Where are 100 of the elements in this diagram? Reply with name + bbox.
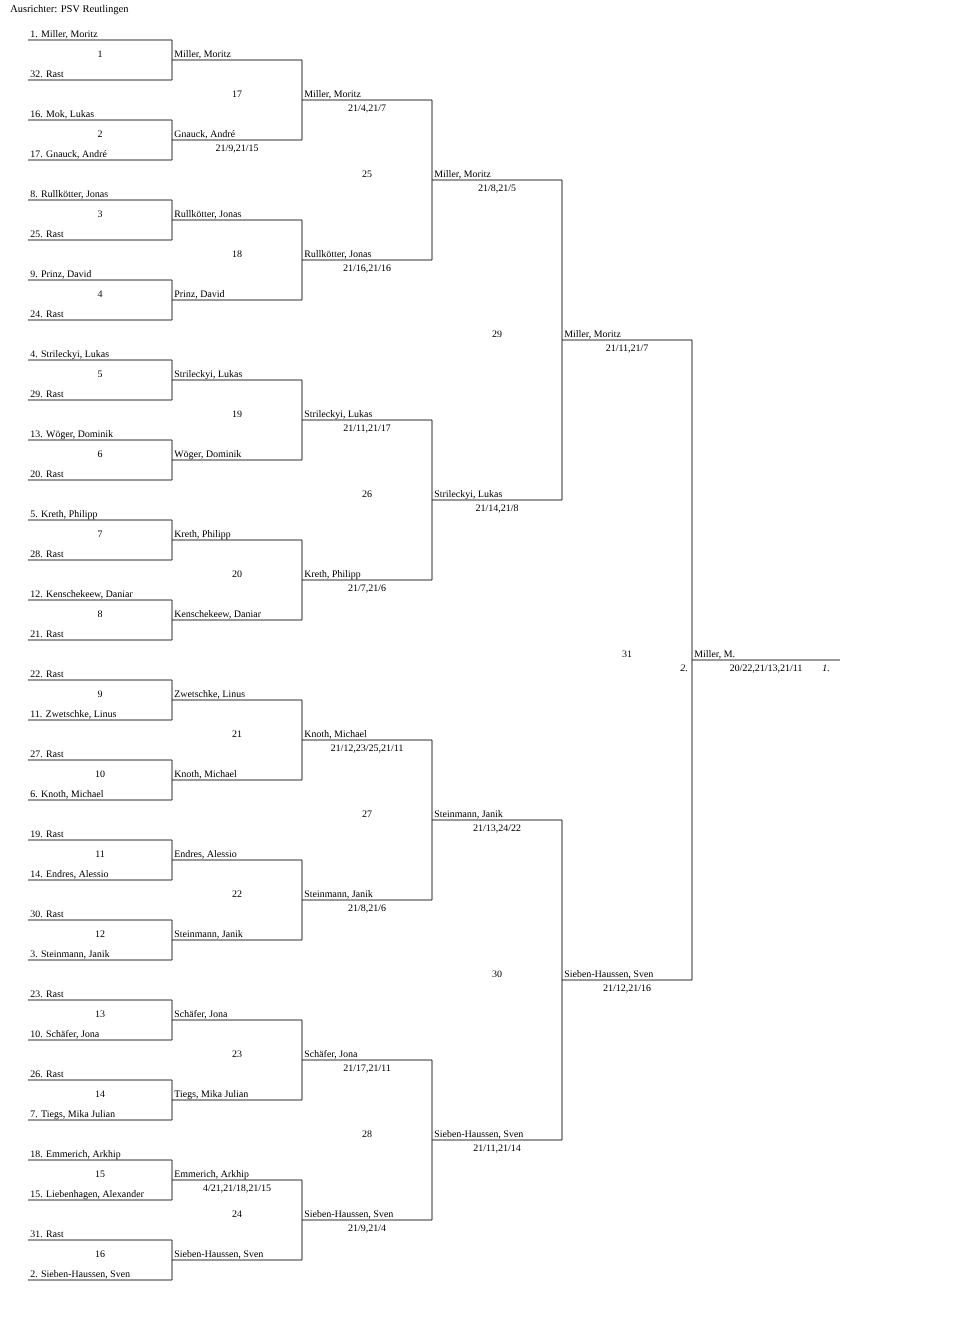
winner-name: Steinmann, Janik [174,930,243,939]
score: 20/22,21/13,21/11 [730,664,802,673]
winner-name: Kreth, Philipp [304,570,361,580]
winner-name: Knoth, Michael [304,730,367,739]
match-number: 23 [232,1050,242,1058]
player-name: 17. Gnauck, André [31,150,107,159]
match-number: 16 [95,1250,105,1258]
match-number: 29 [492,330,502,338]
player-name: 22. Rast [30,670,64,678]
match-number: 20 [232,570,242,578]
match-number: 8 [97,610,103,618]
player-name: 29. Rast [30,390,64,398]
winner-name: Gnauck, André [174,130,235,139]
match-number: 10 [95,770,105,778]
winner-name: Miller, Moritz [434,170,491,179]
player-name: 10. Schäfer, Jona [31,1030,100,1039]
player-name: 16. Mok, Lukas [31,110,94,119]
player-name: 23. Rast [30,990,64,998]
player-name: 2. Sieben-Haussen, Sven [30,1270,130,1279]
match-number: 14 [95,1090,105,1097]
match-number: 1 [98,50,102,57]
player-name: 27. Rast [30,750,64,758]
winner-name: Sieben-Haussen, Sven [434,1130,524,1139]
match-number: 6 [97,450,103,458]
score: 21/17,21/11 [343,1064,391,1073]
score: 21/8,21/6 [348,904,386,913]
match-number: 7 [98,530,103,537]
score: 4/21,21/18,21/15 [203,1184,271,1193]
match-number: 27 [362,810,372,817]
winner-name: Steinmann, Janik [304,890,373,899]
match-number: 21 [232,730,242,737]
match-number: 11 [96,850,105,857]
score: 21/12,23/25,21/11 [331,744,403,753]
score: 21/11,21/17 [343,424,391,433]
player-name: 31. Rast [30,1230,64,1238]
winner-name: Emmerich, Arkhip [174,1170,249,1180]
winner-name: Miller, Moritz [304,90,361,99]
player-name: 30. Rast [30,910,64,918]
winner-name: Strileckyi, Lukas [174,370,242,380]
match-number: 28 [362,1130,372,1138]
score: 21/12,21/16 [603,984,651,993]
score: 21/7,21/6 [348,584,386,593]
winner-name: Miller, Moritz [564,330,621,339]
winner-name: Schäfer, Jona [174,1010,228,1019]
player-name: 26. Rast [30,1070,64,1078]
winner-name: Strileckyi, Lukas [304,410,372,420]
player-name: 7. Tiegs, Mika Julian [30,1110,115,1120]
match-number: 5 [98,370,103,378]
winner-name: Rullkötter, Jonas [174,210,241,219]
player-name: 5. Kreth, Philipp [30,510,98,520]
score: 21/16,21/16 [343,264,391,273]
player-name: 12. Kenschekeew, Daniar [31,590,133,599]
player-name: 4. Strileckyi, Lukas [30,350,109,360]
match-number: 3 [98,210,103,218]
winner-name: Wöger, Dominik [174,450,242,460]
score: 21/4,21/7 [348,104,386,113]
title: Ausrichter: PSV Reutlingen [10,4,129,15]
winner-name: Miller, Moritz [174,50,231,59]
match-number: 24 [232,1210,242,1217]
player-name: 21. Rast [30,630,64,638]
player-name: 25. Rast [30,230,64,238]
place-number: 2. [680,664,687,672]
player-name: 28. Rast [30,550,64,558]
player-name: 1. Miller, Moritz [31,30,98,39]
player-name: 6. Knoth, Michael [30,790,104,799]
winner-name: Knoth, Michael [174,770,237,779]
player-name: 11. Zwetschke, Linus [31,710,117,719]
match-number: 19 [232,410,242,418]
score: 21/9,21/15 [216,144,259,153]
winner-name: Strileckyi, Lukas [434,490,502,500]
winner-name: Sieben-Haussen, Sven [174,1250,264,1259]
player-name: 14. Endres, Alessio [31,870,109,879]
player-name: 20. Rast [30,470,64,478]
player-name: 8. Rullkötter, Jonas [30,190,108,199]
place-number: 1. [822,664,829,672]
winner-name: Endres, Alessio [174,850,237,859]
score: 21/8,21/5 [478,184,516,193]
match-number: 30 [492,970,502,978]
winner-name: Tiegs, Mika Julian [174,1090,249,1100]
match-number: 22 [232,890,242,897]
winner-name: Zwetschke, Linus [174,690,245,699]
player-name: 32. Rast [30,70,64,78]
match-number: 25 [362,170,372,178]
match-number: 4 [97,290,103,297]
winner-name: Steinmann, Janik [434,810,503,819]
winner-name: Rullkötter, Jonas [304,250,371,259]
player-name: 15. Liebenhagen, Alexander [31,1190,144,1200]
match-number: 26 [362,490,372,498]
winner-name: Schäfer, Jona [304,1050,358,1059]
match-number: 17 [232,90,242,97]
score: 21/14,21/8 [476,504,519,513]
player-name: 9. Prinz, David [30,270,92,279]
match-number: 9 [97,690,103,698]
player-name: 18. Emmerich, Arkhip [31,1150,121,1160]
player-name: 24. Rast [30,310,64,318]
winner-name: Miller, M. [694,650,735,659]
player-name: 19. Rast [31,830,64,838]
match-number: 15 [95,1170,105,1178]
winner-name: Sieben-Haussen, Sven [564,970,654,979]
winner-name: Kreth, Philipp [174,530,231,540]
